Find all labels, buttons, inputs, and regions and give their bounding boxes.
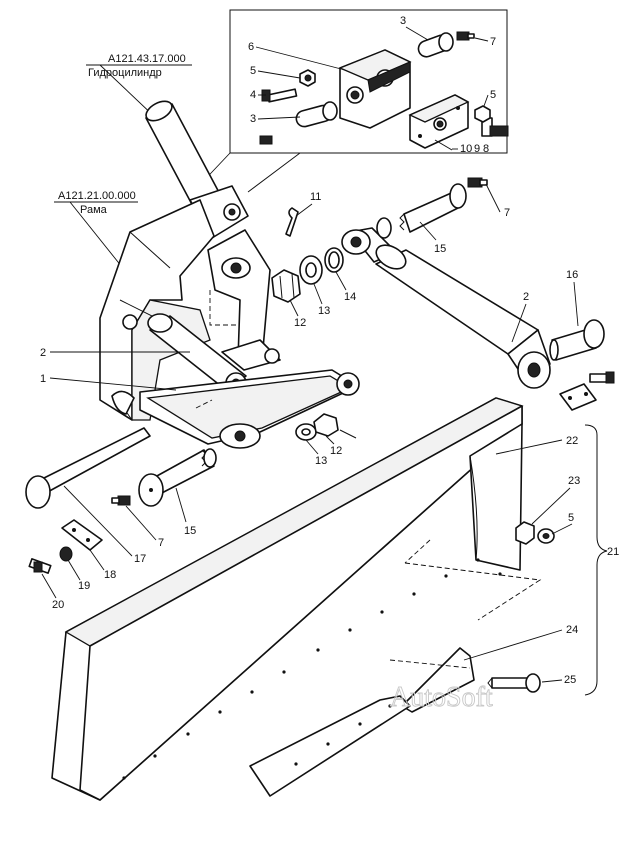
callout-label: 13 — [318, 305, 330, 317]
castle-nut-12-upper — [271, 269, 301, 303]
inset-pin-bottom — [295, 101, 338, 128]
callout-label: 2 — [523, 291, 529, 303]
callout-label: 1 — [40, 373, 46, 385]
callout-label: 25 — [564, 674, 576, 686]
inset-callout: 9 — [474, 143, 480, 155]
callouts: 11 7 15 16 12 13 14 2 2 1 22 23 5 13 12 … — [40, 183, 619, 686]
callout-label: 13 — [315, 455, 327, 467]
callout-label: 14 — [344, 291, 356, 303]
callout-label: 7 — [504, 207, 510, 219]
push-arm — [139, 339, 360, 449]
inset-pin-top — [417, 32, 454, 58]
reference-frame: A121.21.00.000 Рама — [54, 190, 138, 273]
callout-label: 7 — [158, 537, 164, 549]
inset-callout: 4 — [250, 89, 256, 101]
reference-cylinder: A121.43.17.000 Гидроцилиндр — [86, 53, 192, 121]
inset-callout: 10 — [460, 143, 472, 155]
grease-fitting-7-upper — [467, 177, 488, 188]
inset-grease-fitting-bottom — [259, 135, 273, 145]
plate-18 — [61, 519, 103, 551]
pin-15-lower — [138, 448, 217, 507]
pin-16 — [549, 319, 605, 361]
callout-label: 19 — [78, 580, 90, 592]
blade-mount-holes — [122, 558, 502, 780]
pin-15-upper — [376, 183, 467, 239]
inset-clamp-plate — [408, 94, 470, 149]
callout-label: 20 — [52, 599, 64, 611]
hydraulic-cylinder-right — [341, 227, 551, 389]
callout-label: 5 — [568, 512, 574, 524]
callout-label: 22 — [566, 435, 578, 447]
inset-detail-box: 3 7 6 5 4 3 5 10 9 8 — [194, 9, 509, 193]
reference-code: A121.43.17.000 — [108, 53, 186, 65]
inset-callout: 3 — [250, 113, 256, 125]
washer-13-upper — [299, 255, 323, 285]
callout-label: 15 — [184, 525, 196, 537]
callout-label: 16 — [566, 269, 578, 281]
callout-label: 15 — [434, 243, 446, 255]
callout-label: 12 — [294, 317, 306, 329]
watermark: AutoSoft — [390, 682, 493, 713]
cutting-edge-24-upper — [389, 647, 475, 713]
cutting-edge-lower — [249, 695, 411, 797]
inset-nut-5 — [299, 69, 316, 87]
inset-callout: 6 — [248, 41, 254, 53]
inset-callout: 5 — [250, 65, 256, 77]
reference-name: Гидроцилиндр — [88, 67, 162, 79]
reference-code: A121.21.00.000 — [58, 190, 136, 202]
inset-grease-fitting — [456, 31, 475, 41]
washer-13-lower — [295, 423, 317, 441]
inset-callout: 5 — [490, 89, 496, 101]
bolt-25 — [487, 673, 541, 693]
inset-callout: 8 — [483, 143, 489, 155]
group-bracket-21 — [584, 424, 608, 696]
callout-label: 17 — [134, 553, 146, 565]
bolt-20 — [28, 558, 52, 574]
reference-name: Рама — [80, 204, 108, 216]
castle-nut-12-lower — [313, 413, 339, 437]
plate-and-bolt-right — [559, 371, 615, 411]
callout-label: 12 — [330, 445, 342, 457]
callout-label: 11 — [310, 191, 321, 203]
bolt-lower — [339, 429, 357, 439]
callout-label: 23 — [568, 475, 580, 487]
nut-23 — [515, 521, 535, 545]
grease-fitting-7-lower — [111, 495, 131, 506]
ring-14 — [324, 247, 344, 273]
inset-cotter-pin — [434, 139, 453, 151]
inset-bolt-4 — [261, 88, 298, 103]
washer-19 — [59, 546, 73, 562]
washer-5 — [537, 528, 555, 544]
callout-label: 24 — [566, 624, 578, 636]
callout-label: 18 — [104, 569, 116, 581]
inset-callout: 7 — [490, 36, 496, 48]
dozer-blade — [51, 397, 542, 801]
inset-nut-5-right — [474, 105, 491, 123]
inset-callout: 3 — [400, 15, 406, 27]
inset-bracket-left — [338, 49, 412, 129]
callout-label: 2 — [40, 347, 46, 359]
callout-label: 21 — [607, 546, 619, 558]
axle-17 — [25, 427, 151, 509]
cotter-pin-11 — [285, 207, 299, 237]
